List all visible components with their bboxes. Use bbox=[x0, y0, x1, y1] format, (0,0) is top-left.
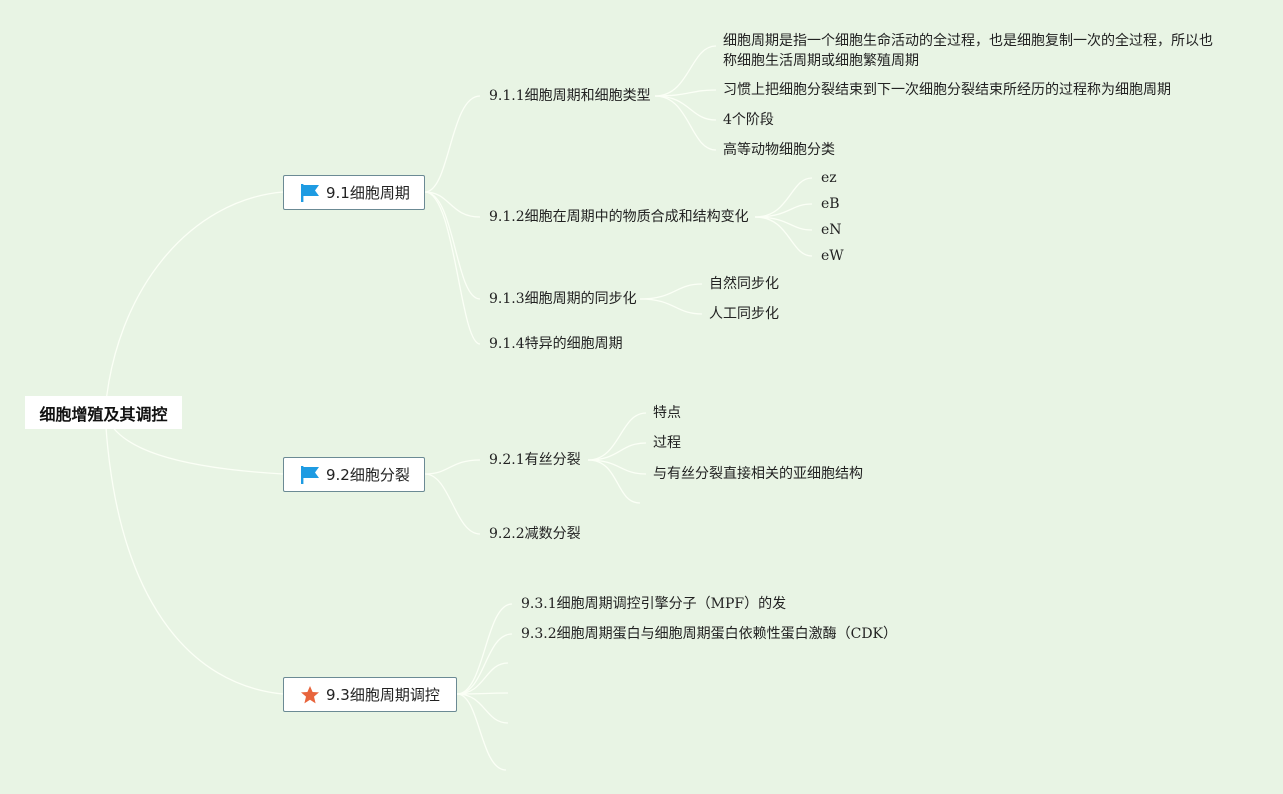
topic-cell-cycle[interactable]: 9.1细胞周期 bbox=[283, 175, 425, 210]
topic-cell-cycle-regulation[interactable]: 9.3细胞周期调控 bbox=[283, 677, 457, 712]
leaf-animal-cell-classes[interactable]: 高等动物细胞分类 bbox=[723, 142, 835, 158]
leaf-process[interactable]: 过程 bbox=[653, 435, 681, 451]
subtopic-9-2-2[interactable]: 9.2.2减数分裂 bbox=[489, 526, 581, 542]
leaf-eb[interactable]: eB bbox=[821, 196, 840, 212]
subtopic-9-1-2[interactable]: 9.1.2细胞在周期中的物质合成和结构变化 bbox=[489, 209, 749, 225]
subtopic-9-1-3[interactable]: 9.1.3细胞周期的同步化 bbox=[489, 291, 637, 307]
central-topic[interactable]: 细胞增殖及其调控 bbox=[25, 396, 182, 429]
flag-icon bbox=[301, 183, 319, 202]
leaf-features[interactable]: 特点 bbox=[653, 405, 681, 421]
topic-cell-division[interactable]: 9.2细胞分裂 bbox=[283, 457, 425, 492]
leaf-subcellular-structures[interactable]: 与有丝分裂直接相关的亚细胞结构 bbox=[653, 466, 863, 482]
flag-icon bbox=[301, 465, 319, 484]
leaf-ez[interactable]: ez bbox=[821, 170, 837, 186]
topic-label: 9.1细胞周期 bbox=[326, 184, 410, 202]
leaf-cell-cycle-convention[interactable]: 习惯上把细胞分裂结束到下一次细胞分裂结束所经历的过程称为细胞周期 bbox=[723, 82, 1171, 98]
leaf-cell-cycle-definition[interactable]: 细胞周期是指一个细胞生命活动的全过程，也是细胞复制一次的全过程，所以也称细胞生活… bbox=[723, 33, 1213, 69]
leaf-artificial-sync[interactable]: 人工同步化 bbox=[709, 306, 779, 322]
subtopic-9-2-1[interactable]: 9.2.1有丝分裂 bbox=[489, 452, 581, 468]
leaf-natural-sync[interactable]: 自然同步化 bbox=[709, 276, 779, 292]
subtopic-9-3-1[interactable]: 9.3.1细胞周期调控引擎分子（MPF）的发 bbox=[521, 596, 787, 612]
star-icon bbox=[301, 685, 319, 703]
topic-label: 9.2细胞分裂 bbox=[326, 466, 410, 484]
subtopic-9-1-1[interactable]: 9.1.1细胞周期和细胞类型 bbox=[489, 88, 651, 104]
subtopic-9-3-2[interactable]: 9.3.2细胞周期蛋白与细胞周期蛋白依赖性蛋白激酶（CDK） bbox=[521, 626, 898, 642]
leaf-ew[interactable]: eW bbox=[821, 248, 844, 264]
topic-label: 9.3细胞周期调控 bbox=[326, 686, 440, 704]
subtopic-9-1-4[interactable]: 9.1.4特异的细胞周期 bbox=[489, 336, 623, 352]
leaf-four-phases[interactable]: 4个阶段 bbox=[723, 112, 774, 128]
leaf-en[interactable]: eN bbox=[821, 222, 842, 238]
